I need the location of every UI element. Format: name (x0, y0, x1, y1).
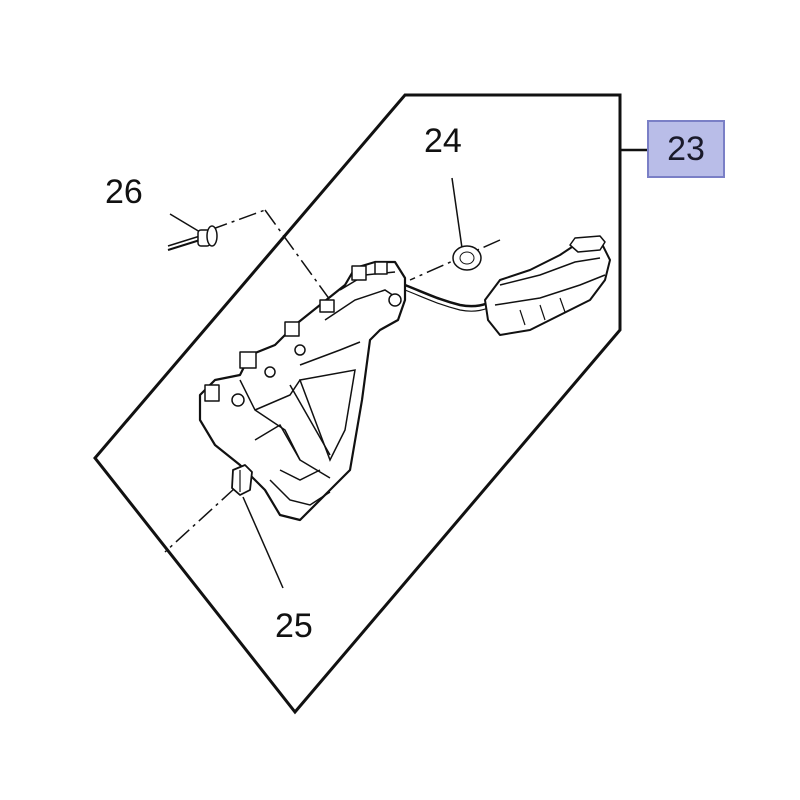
callout-25: 25 (275, 607, 313, 645)
axis-line-rivet (209, 209, 266, 231)
rivet-part (167, 225, 218, 251)
connector-part (484, 235, 611, 336)
wire-harness-inner (404, 289, 496, 312)
bracket-part (198, 260, 407, 522)
axis-line-grommet (409, 239, 501, 281)
grommet-part (452, 245, 482, 271)
callout-26: 26 (105, 173, 143, 211)
axis-line-rivet-drop (264, 209, 331, 301)
leader-24 (451, 177, 463, 249)
clip-part (231, 464, 253, 496)
leader-25 (242, 496, 284, 589)
callout-24: 24 (424, 122, 462, 160)
axis-line-clip (164, 487, 236, 553)
assembly-part-number-badge[interactable]: 23 (647, 120, 725, 178)
assembly-outline (93, 93, 622, 715)
